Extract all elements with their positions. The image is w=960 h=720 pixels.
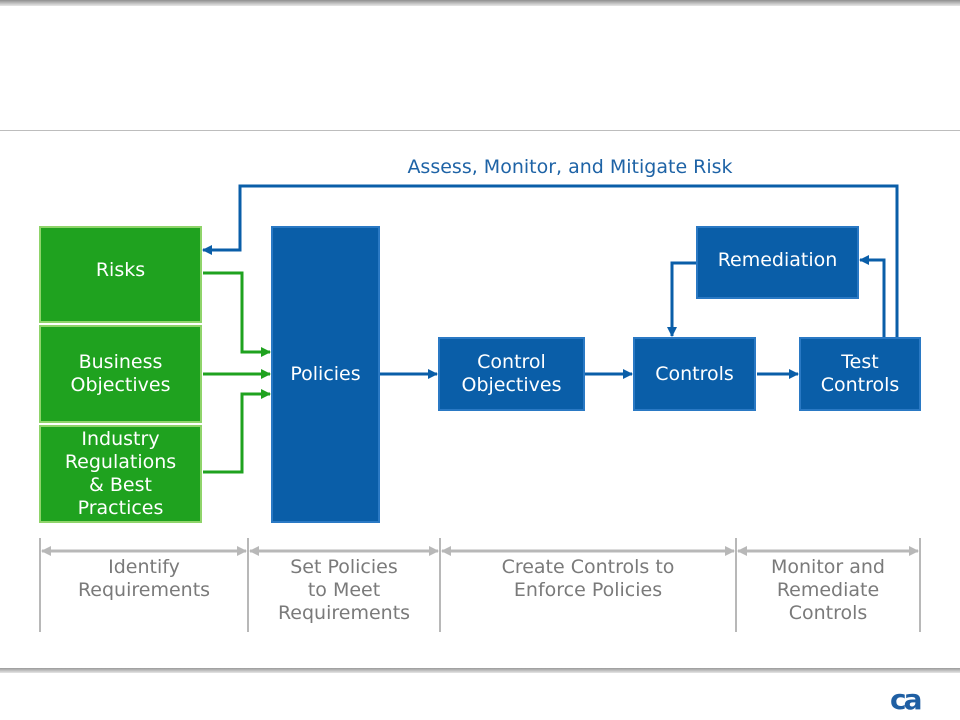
phase-label-policies: Set Policies to Meet Requirements xyxy=(277,556,411,624)
phase-label-monitor: Monitor and Remediate Controls xyxy=(770,556,885,624)
arrow-industry-to-policies xyxy=(203,389,271,474)
test-controls-box: Test Controls xyxy=(799,337,921,411)
svg-text:ca: ca xyxy=(890,684,921,714)
header-divider xyxy=(0,130,960,131)
arrow-remediation-to-controls xyxy=(667,261,696,337)
industry-regulations-label: Industry Regulations & Best Practices xyxy=(64,428,177,519)
policies-label: Policies xyxy=(290,363,361,385)
risks-box: Risks xyxy=(39,226,202,323)
remediation-box: Remediation xyxy=(696,226,859,299)
control-objectives-box: Control Objectives xyxy=(438,337,585,411)
arrow-test-to-remediation xyxy=(859,255,886,337)
top-bar xyxy=(0,0,960,6)
business-objectives-label: Business Objectives xyxy=(70,351,171,396)
controls-label: Controls xyxy=(655,362,734,385)
control-objectives-label: Control Objectives xyxy=(461,351,562,396)
controls-box: Controls xyxy=(633,337,756,411)
ca-logo: ca xyxy=(890,684,924,714)
policies-box: Policies xyxy=(271,226,380,523)
arrow-feedback-loop xyxy=(202,184,899,337)
test-controls-label: Test Controls xyxy=(820,351,900,396)
arrow-risks-to-policies xyxy=(203,271,271,357)
business-objectives-box: Business Objectives xyxy=(39,325,202,423)
phase-label-identify: Identify Requirements xyxy=(77,556,211,601)
footer-divider xyxy=(0,668,960,673)
industry-regulations-box: Industry Regulations & Best Practices xyxy=(39,425,202,523)
phase-label-controls: Create Controls to Enforce Policies xyxy=(501,556,675,601)
remediation-label: Remediation xyxy=(717,249,838,271)
feedback-loop-label: Assess, Monitor, and Mitigate Risk xyxy=(407,156,733,178)
risks-label: Risks xyxy=(95,259,146,281)
